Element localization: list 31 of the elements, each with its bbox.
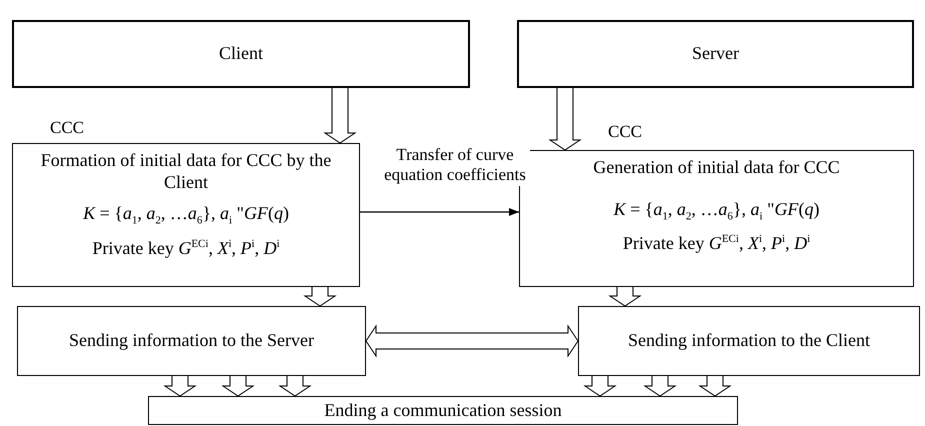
process-box [12, 143, 360, 287]
block-arrow [163, 376, 197, 397]
box-text: Sending information to the Server [69, 330, 314, 352]
section-label: CCC [608, 122, 642, 142]
block-arrow [548, 88, 582, 151]
block-arrow [643, 376, 677, 397]
block-arrow [583, 376, 617, 397]
block-arrow [608, 286, 642, 307]
block-arrow [323, 88, 357, 144]
box-text: Sending information to the Client [628, 330, 870, 352]
formula-text: K = {a$_{1}$, a$_{2}$, …a$_{6}$}, a$_{i}$ "GF(q) [83, 203, 289, 228]
process-box [578, 306, 920, 376]
block-arrow [278, 376, 312, 397]
formula-text: K = {a$_{1}$, a$_{2}$, …a$_{6}$}, a$_{i}$ "GF(q) [614, 198, 820, 224]
process-box [17, 306, 366, 376]
formula-text: Private key G$^{ECi}$, X$^{i}$, P$^{i}$, D$^{i}$ [92, 238, 280, 260]
block-arrow [303, 286, 337, 307]
arrow [360, 208, 519, 216]
block-arrow [698, 376, 732, 397]
box-text: Server [692, 43, 739, 65]
block-arrow [221, 376, 255, 397]
box-text: Client [219, 43, 263, 65]
box-text: Ending a communication session [324, 400, 562, 422]
box-text: Formation of initial data for CCC by the Client [40, 150, 332, 194]
block-arrow [365, 324, 579, 358]
process-box [12, 20, 470, 88]
formula-text: Private key G$^{ECi}$, X$^{i}$, P$^{i}$, D$^{i}$ [622, 233, 810, 255]
process-box [148, 396, 738, 425]
process-box [517, 20, 914, 88]
box-text: Generation of initial data for CCC [593, 157, 840, 179]
section-label: CCC [50, 118, 84, 138]
